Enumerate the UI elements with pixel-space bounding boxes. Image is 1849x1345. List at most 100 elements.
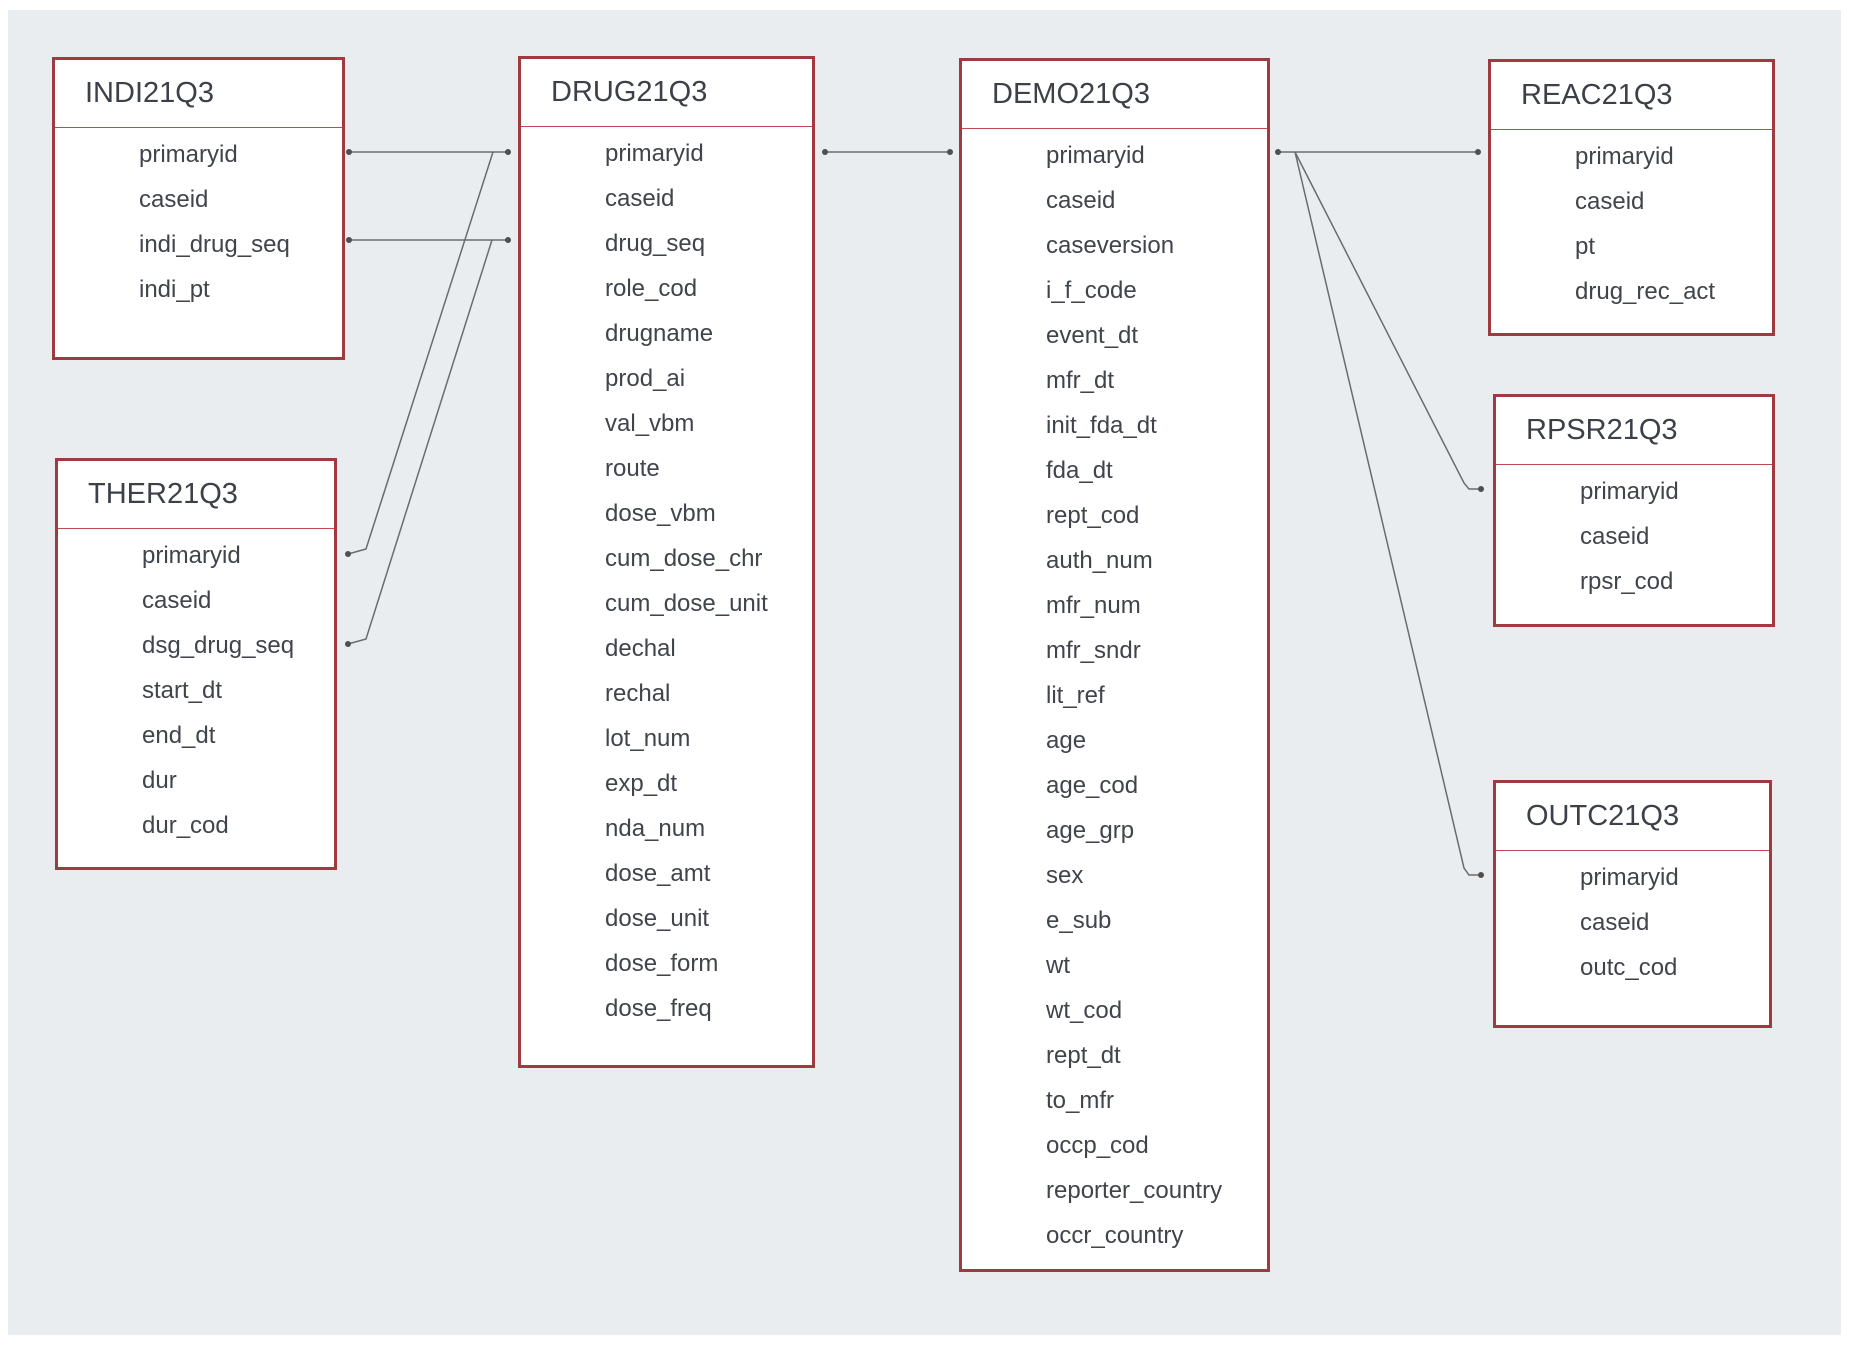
field-dose_unit[interactable]: dose_unit: [605, 905, 710, 932]
field-init_fda_dt[interactable]: init_fda_dt: [1046, 412, 1157, 439]
field-lit_ref[interactable]: lit_ref: [1046, 682, 1105, 709]
table-field-list: primaryid caseid outc_cod: [1496, 851, 1769, 990]
field-dose_vbm[interactable]: dose_vbm: [605, 500, 716, 527]
field-end_dt[interactable]: end_dt: [142, 722, 216, 749]
field-e_sub[interactable]: e_sub: [1046, 907, 1112, 934]
field-primaryid[interactable]: primaryid: [139, 141, 238, 168]
field-fda_dt[interactable]: fda_dt: [1046, 457, 1113, 484]
field-drug_rec_act[interactable]: drug_rec_act: [1575, 278, 1716, 305]
field-indi_pt[interactable]: indi_pt: [139, 276, 210, 303]
table-field-list: primaryid caseid dsg_drug_seq start_dt end_d…: [58, 529, 334, 848]
field-rechal[interactable]: rechal: [605, 680, 671, 707]
field-caseid[interactable]: caseid: [139, 186, 209, 213]
field-to_mfr[interactable]: to_mfr: [1046, 1087, 1115, 1114]
field-wt_cod[interactable]: wt_cod: [1046, 997, 1123, 1024]
field-dsg_drug_seq[interactable]: dsg_drug_seq: [142, 632, 295, 659]
connector-endpoint-dot: [345, 641, 351, 647]
field-caseversion[interactable]: caseversion: [1046, 232, 1175, 259]
field-i_f_code[interactable]: i_f_code: [1046, 277, 1137, 304]
connector-endpoint-dot: [346, 237, 352, 243]
table-title-rpsr21q3[interactable]: RPSR21Q3: [1496, 397, 1772, 465]
field-primaryid[interactable]: primaryid: [605, 140, 704, 167]
field-primaryid[interactable]: primaryid: [1575, 143, 1674, 170]
field-age_cod[interactable]: age_cod: [1046, 772, 1139, 799]
connector-endpoint-dot: [1478, 872, 1484, 878]
table-field-list: primaryid caseid pt drug_rec_act: [1491, 130, 1772, 314]
table-field-list: primaryid caseid indi_drug_seq indi_pt: [55, 128, 342, 312]
field-age_grp[interactable]: age_grp: [1046, 817, 1135, 844]
field-dose_freq[interactable]: dose_freq: [605, 995, 712, 1022]
table-box-reac21q3[interactable]: REAC21Q3 primaryid caseid pt drug_rec_act: [1488, 59, 1775, 336]
connector-endpoint-dot: [345, 551, 351, 557]
field-drugname[interactable]: drugname: [605, 320, 714, 347]
relationship-line-demo21q3.primaryid-outc21q3.primaryid[interactable]: [1294, 151, 1481, 876]
field-rept_dt[interactable]: rept_dt: [1046, 1042, 1121, 1069]
field-prod_ai[interactable]: prod_ai: [605, 365, 686, 392]
field-age[interactable]: age: [1046, 727, 1087, 754]
field-cum_dose_unit[interactable]: cum_dose_unit: [605, 590, 768, 617]
connector-endpoint-dot: [1275, 149, 1281, 155]
table-box-outc21q3[interactable]: OUTC21Q3 primaryid caseid outc_cod: [1493, 780, 1772, 1028]
field-outc_cod[interactable]: outc_cod: [1580, 954, 1678, 981]
connector-endpoint-dot: [947, 149, 953, 155]
field-primaryid[interactable]: primaryid: [1580, 864, 1679, 891]
field-primaryid[interactable]: primaryid: [1046, 142, 1145, 169]
field-occr_country[interactable]: occr_country: [1046, 1222, 1184, 1249]
field-pt[interactable]: pt: [1575, 233, 1596, 260]
relationship-line-ther21q3.dsg_drug_seq-drug21q3.drug_seq[interactable]: [347, 239, 493, 645]
field-auth_num[interactable]: auth_num: [1046, 547, 1153, 574]
table-title-ther21q3[interactable]: THER21Q3: [58, 461, 334, 529]
field-primaryid[interactable]: primaryid: [1580, 478, 1679, 505]
field-event_dt[interactable]: event_dt: [1046, 322, 1139, 349]
field-rpsr_cod[interactable]: rpsr_cod: [1580, 568, 1674, 595]
field-dechal[interactable]: dechal: [605, 635, 676, 662]
connector-endpoint-dot: [346, 149, 352, 155]
field-rept_cod[interactable]: rept_cod: [1046, 502, 1140, 529]
field-indi_drug_seq[interactable]: indi_drug_seq: [139, 231, 290, 258]
table-title-demo21q3[interactable]: DEMO21Q3: [962, 61, 1267, 129]
field-caseid[interactable]: caseid: [1580, 909, 1650, 936]
field-mfr_dt[interactable]: mfr_dt: [1046, 367, 1115, 394]
field-exp_dt[interactable]: exp_dt: [605, 770, 678, 797]
relationship-line-demo21q3.primaryid-rpsr21q3.primaryid[interactable]: [1294, 151, 1481, 490]
field-caseid[interactable]: caseid: [1580, 523, 1650, 550]
connector-endpoint-dot: [1478, 486, 1484, 492]
field-drug_seq[interactable]: drug_seq: [605, 230, 706, 257]
field-lot_num[interactable]: lot_num: [605, 725, 691, 752]
field-caseid[interactable]: caseid: [605, 185, 675, 212]
table-title-outc21q3[interactable]: OUTC21Q3: [1496, 783, 1769, 851]
field-caseid[interactable]: caseid: [1046, 187, 1116, 214]
field-caseid[interactable]: caseid: [142, 587, 212, 614]
field-dose_amt[interactable]: dose_amt: [605, 860, 711, 887]
table-title-reac21q3[interactable]: REAC21Q3: [1491, 62, 1772, 130]
field-dose_form[interactable]: dose_form: [605, 950, 719, 977]
table-field-list: primaryid caseid drug_seq role_cod drugname p…: [521, 127, 812, 1031]
table-field-list: primaryid caseid caseversion i_f_code event_…: [962, 129, 1267, 1258]
field-primaryid[interactable]: primaryid: [142, 542, 241, 569]
table-title-indi21q3[interactable]: INDI21Q3: [55, 60, 342, 128]
table-box-demo21q3[interactable]: DEMO21Q3 primaryid caseid caseversion i_f_c…: [959, 58, 1270, 1272]
field-dur[interactable]: dur: [142, 767, 177, 794]
field-reporter_country[interactable]: reporter_country: [1046, 1177, 1223, 1204]
field-nda_num[interactable]: nda_num: [605, 815, 706, 842]
field-role_cod[interactable]: role_cod: [605, 275, 698, 302]
field-occp_cod[interactable]: occp_cod: [1046, 1132, 1149, 1159]
field-mfr_sndr[interactable]: mfr_sndr: [1046, 637, 1141, 664]
table-box-drug21q3[interactable]: DRUG21Q3 primaryid caseid drug_seq role_cod…: [518, 56, 815, 1068]
field-cum_dose_chr[interactable]: cum_dose_chr: [605, 545, 763, 572]
field-val_vbm[interactable]: val_vbm: [605, 410, 695, 437]
field-route[interactable]: route: [605, 455, 660, 482]
field-caseid[interactable]: caseid: [1575, 188, 1645, 215]
connector-endpoint-dot: [822, 149, 828, 155]
field-sex[interactable]: sex: [1046, 862, 1084, 889]
table-box-rpsr21q3[interactable]: RPSR21Q3 primaryid caseid rpsr_cod: [1493, 394, 1775, 627]
relationship-line-ther21q3.primaryid-drug21q3.primaryid[interactable]: [347, 151, 494, 555]
field-start_dt[interactable]: start_dt: [142, 677, 223, 704]
table-title-drug21q3[interactable]: DRUG21Q3: [521, 59, 812, 127]
field-dur_cod[interactable]: dur_cod: [142, 812, 229, 839]
field-mfr_num[interactable]: mfr_num: [1046, 592, 1141, 619]
field-wt[interactable]: wt: [1046, 952, 1070, 979]
